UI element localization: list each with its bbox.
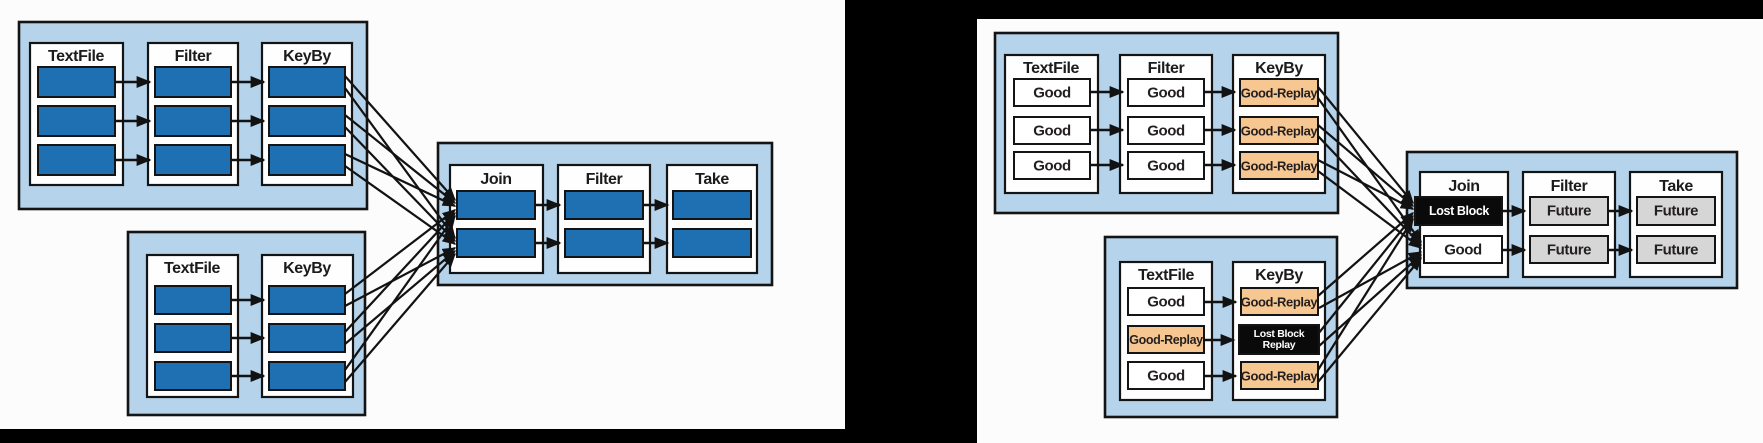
right-source1-stage: TextFile Filter KeyBy Good Good Good Goo… [993,31,1340,215]
operator-title: KeyBy [283,48,331,65]
block-label: Good [1147,85,1185,102]
block-cell [1239,116,1319,145]
right-source2-stage: TextFile KeyBy Good Good-Replay Good Goo… [1103,235,1339,419]
block-cell [1636,196,1716,226]
block-cell [154,105,232,137]
block-label: Good [1147,294,1185,311]
operator-title: TextFile [1023,60,1080,77]
block-label: Lost Block [1429,204,1489,218]
block-label-line2: Replay [1263,339,1296,351]
block-cell [1239,151,1319,180]
block-cell [564,228,644,258]
operator-title: TextFile [164,260,221,277]
operator-title: TextFile [48,48,105,65]
left-source1-stage: TextFile Filter KeyBy [17,20,369,211]
operator-title: Take [695,171,729,188]
operator-title: KeyBy [1255,60,1303,77]
block-label: Good [1444,242,1482,259]
block-cell [37,105,116,137]
block-cell [1423,235,1503,264]
operator-title: Filter [1148,60,1185,77]
right-sink-stage: Join Filter Take Lost Block Good Future … [1405,150,1739,290]
block-label: Good-Replay [1241,159,1319,174]
block-cell [154,361,232,391]
block-label: Good [1033,158,1071,175]
block-label: Future [1547,242,1591,259]
block-cell [1127,361,1205,390]
block-cell [37,66,116,98]
left-source2-stage: TextFile KeyBy [126,230,367,417]
block-label: Good [1033,85,1071,102]
operator-title: Filter [175,48,212,65]
right-shuffle-lines [1317,86,1423,383]
flow-arrows [1502,205,1634,256]
block-cell [1636,235,1716,264]
block-cell [268,285,346,315]
block-label: Good [1147,158,1185,175]
block-label: Good [1033,123,1071,140]
block-cell [1240,361,1319,390]
left-sink-stage: Join Filter Take [436,141,774,287]
block-label: Good-Replay [1241,86,1319,101]
block-cell [1239,78,1319,107]
block-cell [672,228,752,258]
block-label-line1: Lost Block [1254,328,1305,340]
block-cell [672,190,752,220]
block-cell [564,190,644,220]
block-cell [456,190,536,220]
block-cell [1529,235,1609,264]
block-cell [154,66,232,98]
block-label: Good-Replay [1241,124,1319,139]
block-cell [456,228,536,258]
operator-title: Join [480,171,511,188]
block-cell [268,105,346,137]
block-cell [154,323,232,353]
left-shuffle-lines [344,75,457,383]
block-label: Future [1547,203,1591,220]
flow-arrows [115,76,266,166]
flow-arrows [1204,296,1238,382]
operator-title: Join [1448,178,1479,195]
block-cell [1013,78,1091,107]
block-label: Good [1147,368,1185,385]
block-cell [268,144,346,176]
block-cell [268,66,346,98]
flow-arrows [1090,86,1237,171]
operator-title: Filter [1551,178,1588,195]
block-cell [1013,116,1091,145]
block-label: Good-Replay [1129,333,1203,347]
block-cell [1238,324,1320,355]
block-label: Future [1654,242,1698,259]
operator-title: KeyBy [283,260,331,277]
block-label: Good-Replay [1241,369,1319,384]
block-cell [1127,325,1205,354]
operator-title: Take [1659,178,1693,195]
block-label: Good-Replay [1241,295,1319,310]
block-cell [268,361,346,391]
operator-title: KeyBy [1255,267,1303,284]
block-cell [1240,287,1319,316]
block-cell [154,144,232,176]
flow-arrows [535,199,670,249]
block-cell [268,323,346,353]
block-cell [37,144,116,176]
block-label: Good [1147,123,1185,140]
flow-arrows [231,294,266,382]
block-label: Future [1654,203,1698,220]
block-cell [1127,116,1205,145]
operator-title: TextFile [1138,267,1195,284]
block-cell [154,285,232,315]
operator-title: Filter [586,171,623,188]
